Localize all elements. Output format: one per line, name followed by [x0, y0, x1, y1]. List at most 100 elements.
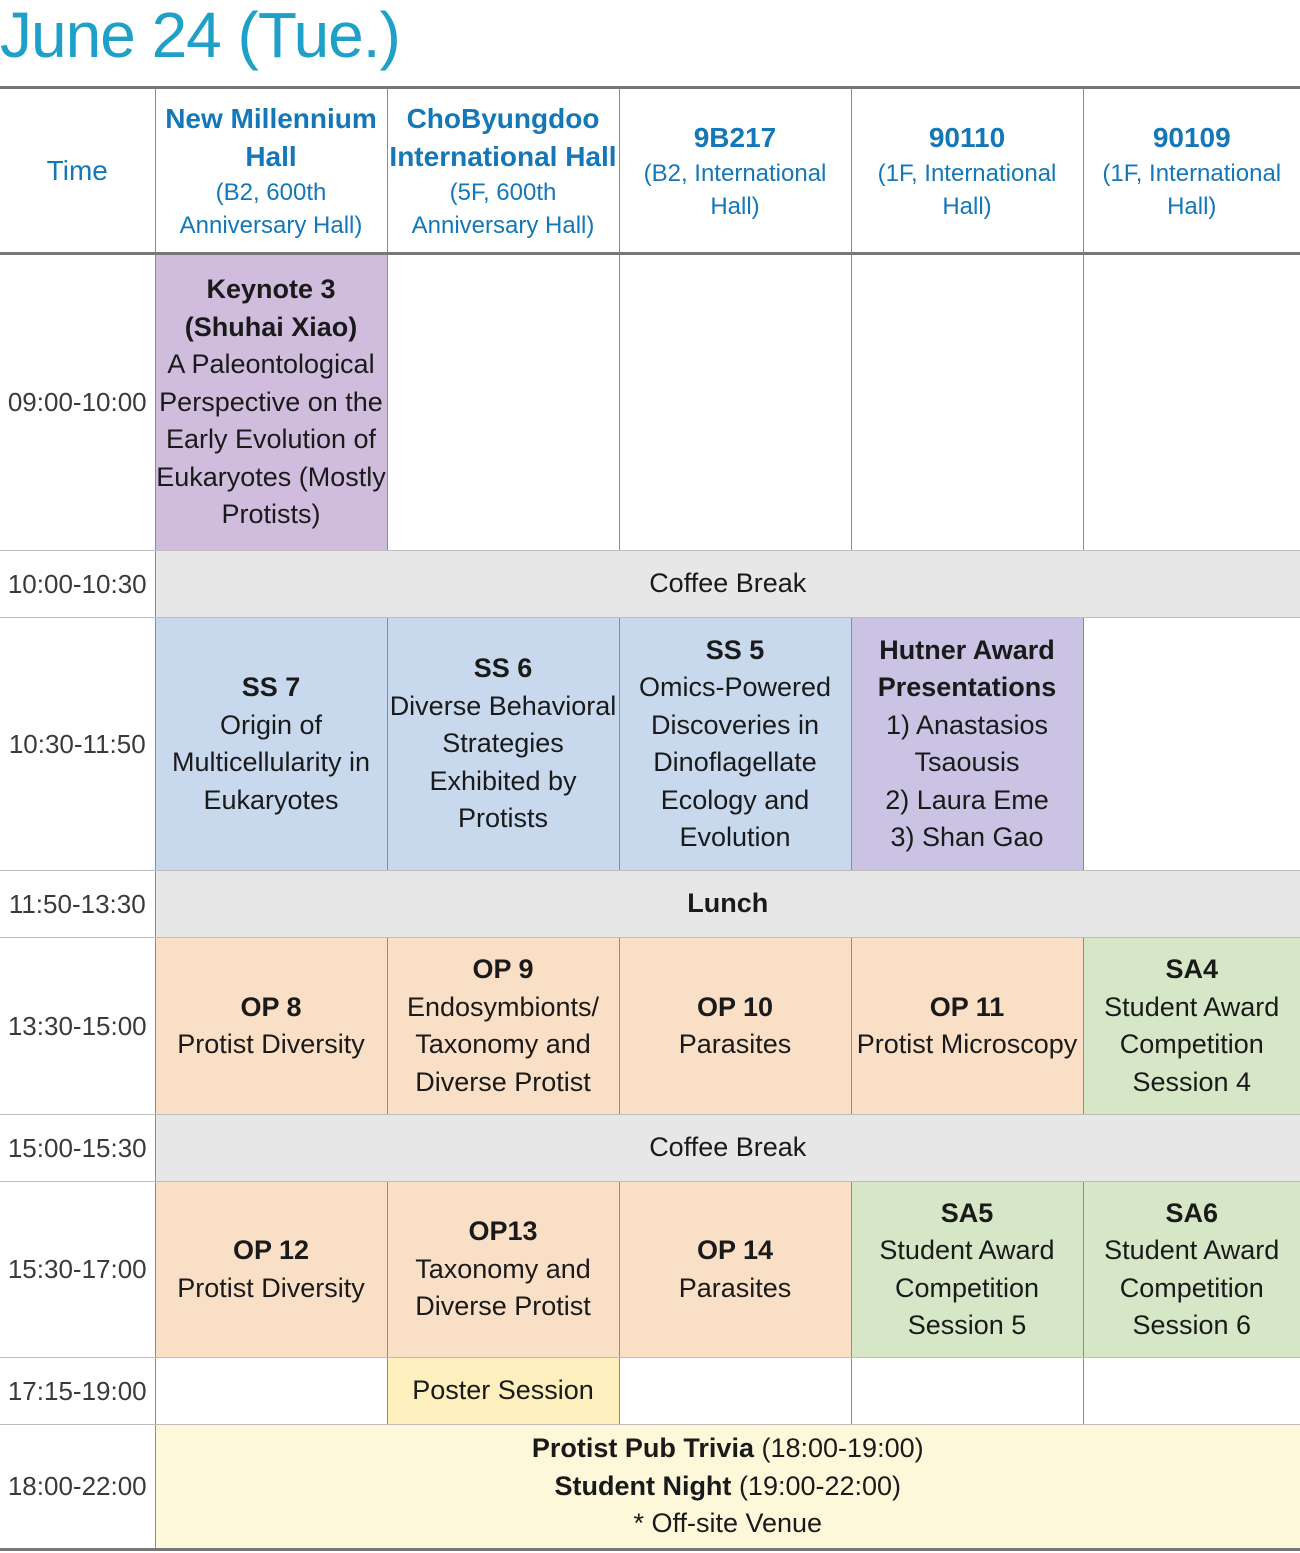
row-1030: 10:30-11:50 SS 7 Origin of Multicellular… — [0, 617, 1300, 871]
venue-name: 9B217 — [693, 121, 777, 153]
session-desc: Protist Diversity — [177, 1029, 365, 1059]
session-title: OP 11 — [929, 991, 1005, 1022]
venue-location: (1F, International Hall) — [877, 159, 1057, 220]
empty-cell — [1082, 253, 1300, 551]
session-title: SS 5 — [705, 634, 765, 665]
ss5-cell: SS 5 Omics-Powered Discoveries in Dinofl… — [618, 617, 852, 871]
header-venue-90110: 90110 (1F, International Hall) — [850, 86, 1084, 255]
student-night-time: (19:00-22:00) — [738, 1470, 902, 1501]
session-desc: Diverse Behavioral Strategies Exhibited … — [389, 690, 617, 834]
poster-session-cell: Poster Session — [386, 1357, 620, 1425]
session-title: SS 6 — [473, 653, 533, 684]
header-time: Time — [0, 86, 156, 255]
session-desc: Omics-Powered Discoveries in Dinoflagell… — [638, 672, 832, 852]
empty-cell — [1082, 1357, 1300, 1425]
sa5-cell: SA5 Student Award Competition Session 5 — [850, 1181, 1084, 1358]
session-desc: Parasites — [678, 1029, 792, 1059]
presenter-item: 1) Anastasios Tsaousis — [885, 709, 1049, 778]
row-1000: 10:00-10:30 Coffee Break — [0, 550, 1300, 618]
session-title: SA5 — [940, 1197, 994, 1228]
header-venue-90109: 90109 (1F, International Hall) — [1082, 86, 1300, 255]
session-title: OP 8 — [240, 991, 302, 1022]
empty-cell — [386, 253, 620, 551]
session-desc: A Paleontological Perspective on the Ear… — [156, 349, 386, 530]
lunch-cell: Lunch — [154, 870, 1300, 938]
session-title: OP 10 — [696, 991, 774, 1022]
header-venue-new-millennium-hall: New Millennium Hall (B2, 600th Anniversa… — [154, 86, 388, 255]
empty-cell — [618, 253, 852, 551]
session-title: Hutner Award Presentations — [877, 634, 1057, 703]
time-cell: 15:00-15:30 — [0, 1114, 156, 1182]
op10-cell: OP 10 Parasites — [618, 937, 852, 1115]
page-title: June 24 (Tue.) — [0, 0, 401, 71]
time-cell: 10:30-11:50 — [0, 617, 156, 871]
op8-cell: OP 8 Protist Diversity — [154, 937, 388, 1115]
session-title: OP 9 — [472, 954, 534, 984]
row-1150: 11:50-13:30 Lunch — [0, 870, 1300, 938]
session-desc: Origin of Multicellularity in Eukaryotes — [171, 709, 371, 815]
schedule-table: Time New Millennium Hall (B2, 600th Anni… — [0, 86, 1300, 1551]
venue-name: New Millennium Hall — [165, 102, 377, 172]
evening-events-cell: Protist Pub Trivia (18:00-19:00) Student… — [154, 1424, 1300, 1551]
header-venue-9b217: 9B217 (B2, International Hall) — [618, 86, 852, 255]
student-night-line: Student Night (19:00-22:00) — [156, 1468, 1300, 1506]
session-desc: Protist Diversity — [177, 1272, 365, 1303]
venue-location: (1F, International Hall) — [1102, 159, 1282, 220]
time-cell: 13:30-15:00 — [0, 937, 156, 1115]
venue-location: (5F, 600th Anniversary Hall) — [411, 178, 595, 239]
time-cell: 17:15-19:00 — [0, 1357, 156, 1425]
session-desc: Student Award Competition Session 6 — [1104, 1235, 1280, 1340]
row-1330: 13:30-15:00 OP 8 Protist Diversity OP 9 … — [0, 937, 1300, 1115]
op11-cell: OP 11 Protist Microscopy — [850, 937, 1084, 1115]
presenter-item: 2) Laura Eme — [885, 784, 1049, 815]
op9-cell: OP 9 Endosymbionts/ Taxonomy and Diverse… — [386, 937, 620, 1115]
op12-cell: OP 12 Protist Diversity — [154, 1181, 388, 1358]
venue-name: 90110 — [928, 121, 1006, 153]
sa6-cell: SA6 Student Award Competition Session 6 — [1082, 1181, 1300, 1358]
session-title: SS 7 — [241, 672, 301, 702]
student-night-name: Student Night — [554, 1470, 732, 1501]
coffee-break-cell: Coffee Break — [154, 1114, 1300, 1182]
session-title: SA6 — [1165, 1197, 1219, 1228]
empty-cell — [618, 1357, 852, 1425]
session-desc: Endosymbionts/ Taxonomy and Diverse Prot… — [406, 991, 600, 1097]
trivia-name: Protist Pub Trivia — [531, 1433, 754, 1464]
header-venue-chobyungdoo-hall: ChoByungdoo International Hall (5F, 600t… — [386, 86, 620, 255]
session-desc: Parasites — [678, 1272, 792, 1303]
row-1800: 18:00-22:00 Protist Pub Trivia (18:00-19… — [0, 1424, 1300, 1551]
op14-cell: OP 14 Parasites — [618, 1181, 852, 1358]
row-1530: 15:30-17:00 OP 12 Protist Diversity OP13… — [0, 1181, 1300, 1358]
time-cell: 11:50-13:30 — [0, 870, 156, 938]
trivia-time: (18:00-19:00) — [761, 1433, 924, 1464]
session-title: Keynote 3 (Shuhai Xiao) — [184, 274, 358, 342]
empty-cell — [154, 1357, 388, 1425]
venue-name: ChoByungdoo International Hall — [389, 102, 617, 172]
coffee-break-cell: Coffee Break — [154, 550, 1300, 618]
sa4-cell: SA4 Student Award Competition Session 4 — [1082, 937, 1300, 1115]
hutner-award-cell: Hutner Award Presentations 1) Anastasios… — [850, 617, 1084, 871]
session-desc: Student Award Competition Session 5 — [879, 1235, 1055, 1340]
session-title: OP 14 — [696, 1235, 774, 1265]
row-1500: 15:00-15:30 Coffee Break — [0, 1114, 1300, 1182]
op13-cell: OP13 Taxonomy and Diverse Protist — [386, 1181, 620, 1358]
venue-name: 90109 — [1152, 121, 1231, 153]
trivia-line: Protist Pub Trivia (18:00-19:00) — [156, 1430, 1300, 1468]
session-desc: Student Award Competition Session 4 — [1104, 991, 1280, 1097]
time-cell: 09:00-10:00 — [0, 253, 156, 551]
venue-note: * Off-site Venue — [633, 1508, 823, 1539]
keynote-3-cell: Keynote 3 (Shuhai Xiao) A Paleontologica… — [154, 253, 388, 551]
time-cell: 18:00-22:00 — [0, 1424, 156, 1551]
empty-cell — [850, 1357, 1084, 1425]
session-title: OP 12 — [232, 1235, 310, 1265]
venue-location: (B2, International Hall) — [643, 159, 827, 220]
empty-cell — [850, 253, 1084, 551]
row-1715: 17:15-19:00 Poster Session — [0, 1357, 1300, 1425]
ss6-cell: SS 6 Diverse Behavioral Strategies Exhib… — [386, 617, 620, 871]
ss7-cell: SS 7 Origin of Multicellularity in Eukar… — [154, 617, 388, 871]
presenter-item: 3) Shan Gao — [890, 822, 1044, 852]
empty-cell — [1082, 617, 1300, 871]
session-title: SA4 — [1165, 954, 1219, 984]
time-cell: 10:00-10:30 — [0, 550, 156, 618]
time-cell: 15:30-17:00 — [0, 1181, 156, 1358]
session-title: OP13 — [468, 1216, 538, 1247]
